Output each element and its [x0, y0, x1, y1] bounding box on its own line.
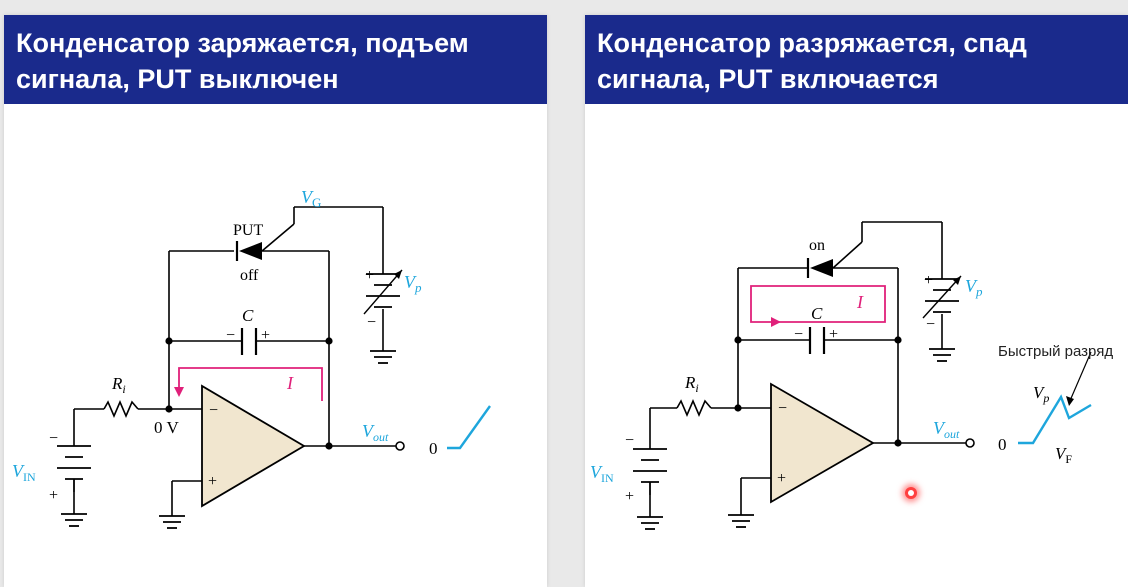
- vp-plus: +: [365, 267, 374, 284]
- vp-minus: −: [367, 314, 376, 331]
- opamp-noninverting-sign: +: [777, 470, 786, 487]
- opamp-inverting-sign: −: [778, 400, 787, 417]
- waveform-zero-label: 0: [429, 439, 438, 458]
- opamp-inverting-sign: −: [209, 402, 218, 419]
- vp-minus: −: [926, 316, 935, 333]
- resistor-ri: [103, 399, 139, 419]
- vin-battery: [57, 445, 91, 492]
- vout-label: Vout: [362, 421, 389, 444]
- opamp-noninverting-sign: +: [208, 473, 217, 490]
- put-thyristor: [806, 258, 833, 278]
- vg-label: VG: [301, 187, 321, 210]
- put-label: PUT: [233, 222, 263, 239]
- capacitor-plus: +: [261, 327, 270, 344]
- vin-plus: +: [49, 487, 58, 504]
- vin-battery: [633, 448, 667, 495]
- title-line-1: Конденсатор разряжается, спад: [597, 28, 1027, 58]
- fast-discharge-label: Быстрый разряд: [998, 343, 1113, 360]
- vout-label: Vout: [933, 418, 960, 441]
- vp-variable-source: [363, 269, 403, 315]
- zero-v-label: 0 V: [154, 418, 179, 437]
- opamp-triangle: [201, 384, 306, 508]
- put-state-label: off: [240, 267, 259, 284]
- title-line-1: Конденсатор заряжается, подъем: [16, 28, 469, 58]
- integrator-circuit-diagram: VG PUT off C − + Vp + − I Ri 0 V − + Vou…: [12, 187, 491, 529]
- slide-panel-charging: Конденсатор заряжается, подъем сигнала, …: [4, 15, 547, 587]
- waveform-vp-label: Vp: [1033, 383, 1049, 405]
- circuit-wires: [649, 221, 966, 517]
- vin-label: VIN: [590, 462, 614, 485]
- vin-minus: −: [49, 430, 58, 447]
- capacitor-minus: −: [226, 327, 235, 344]
- slide-panel-discharging: Конденсатор разряжается, спад сигнала, P…: [585, 15, 1128, 587]
- vp-label: Vp: [404, 272, 422, 295]
- output-terminal: [965, 438, 975, 448]
- capacitor-label: C: [811, 304, 823, 323]
- capacitor-c: [240, 328, 258, 355]
- put-state-label: on: [809, 237, 825, 254]
- waveform-zero-label: 0: [998, 435, 1007, 454]
- title-line-2: сигнала, PUT выключен: [16, 64, 339, 94]
- current-arrow: [750, 285, 886, 327]
- vin-minus: −: [625, 432, 634, 449]
- capacitor-minus: −: [794, 326, 803, 343]
- fast-discharge-pointer: [1066, 351, 1092, 406]
- panel-title: Конденсатор заряжается, подъем сигнала, …: [4, 15, 547, 104]
- ground-symbols: [637, 348, 955, 530]
- current-label: I: [856, 292, 864, 312]
- opamp-triangle: [770, 382, 875, 504]
- circuit-wires: [73, 206, 396, 516]
- junction-dots: [165, 337, 333, 450]
- output-ramp-waveform: [447, 405, 491, 450]
- output-terminal: [395, 441, 405, 451]
- panel-title: Конденсатор разряжается, спад сигнала, P…: [585, 15, 1128, 104]
- vp-plus: +: [924, 272, 933, 289]
- output-sawtooth-waveform: [1018, 394, 1092, 445]
- capacitor-c: [808, 327, 826, 354]
- waveform-vf-label: VF: [1055, 444, 1072, 466]
- put-thyristor: [235, 241, 262, 261]
- vp-variable-source: [922, 275, 962, 319]
- capacitor-plus: +: [829, 326, 838, 343]
- vp-label: Vp: [965, 276, 983, 299]
- current-arrow: [174, 367, 323, 401]
- laser-pointer-dot: [905, 487, 917, 499]
- junction-dots: [734, 336, 902, 447]
- ri-label: Ri: [111, 374, 126, 396]
- resistor-ri: [676, 398, 712, 418]
- vin-plus: +: [625, 488, 634, 505]
- current-label: I: [286, 373, 294, 393]
- ground-symbols: [61, 350, 396, 529]
- capacitor-label: C: [242, 306, 254, 325]
- vin-label: VIN: [12, 461, 36, 484]
- ri-label: Ri: [684, 373, 699, 395]
- integrator-circuit-diagram: on C − + Vp + − I Ri − + Vout 0 VIN − + …: [590, 221, 1113, 530]
- title-line-2: сигнала, PUT включается: [597, 64, 939, 94]
